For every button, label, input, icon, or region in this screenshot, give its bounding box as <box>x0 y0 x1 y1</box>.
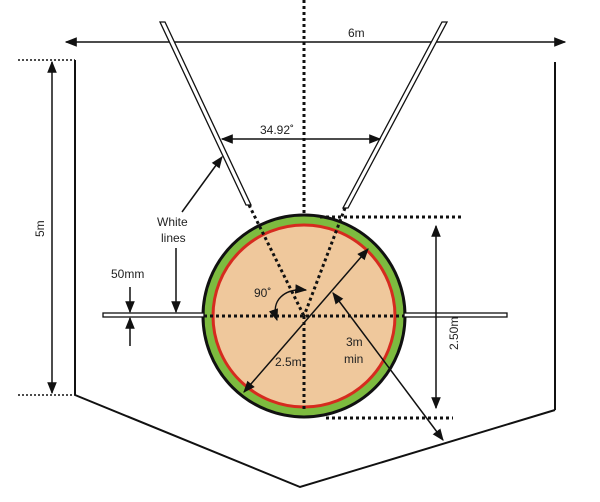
circle-span-label: 2.50m <box>447 317 461 350</box>
height-label: 5m <box>33 220 47 237</box>
sector-angle-label: 34.92˚ <box>260 123 294 137</box>
white-lines-label-2: lines <box>161 231 186 245</box>
line-width-label: 50mm <box>111 267 144 281</box>
angle-label: 90˚ <box>254 286 271 300</box>
white-lines-label: White <box>157 215 188 229</box>
sector-lines <box>158 21 449 209</box>
white-lines-pointer <box>181 156 223 213</box>
cage-outline <box>74 60 556 489</box>
height-dimension <box>18 59 75 396</box>
distance-arrow <box>332 292 444 441</box>
distance-label: 3m <box>346 335 363 349</box>
width-label: 6m <box>348 26 365 40</box>
diameter-label: 2.5m <box>275 355 302 369</box>
diameter-arrow <box>243 248 369 393</box>
distance-label-2: min <box>344 352 363 366</box>
